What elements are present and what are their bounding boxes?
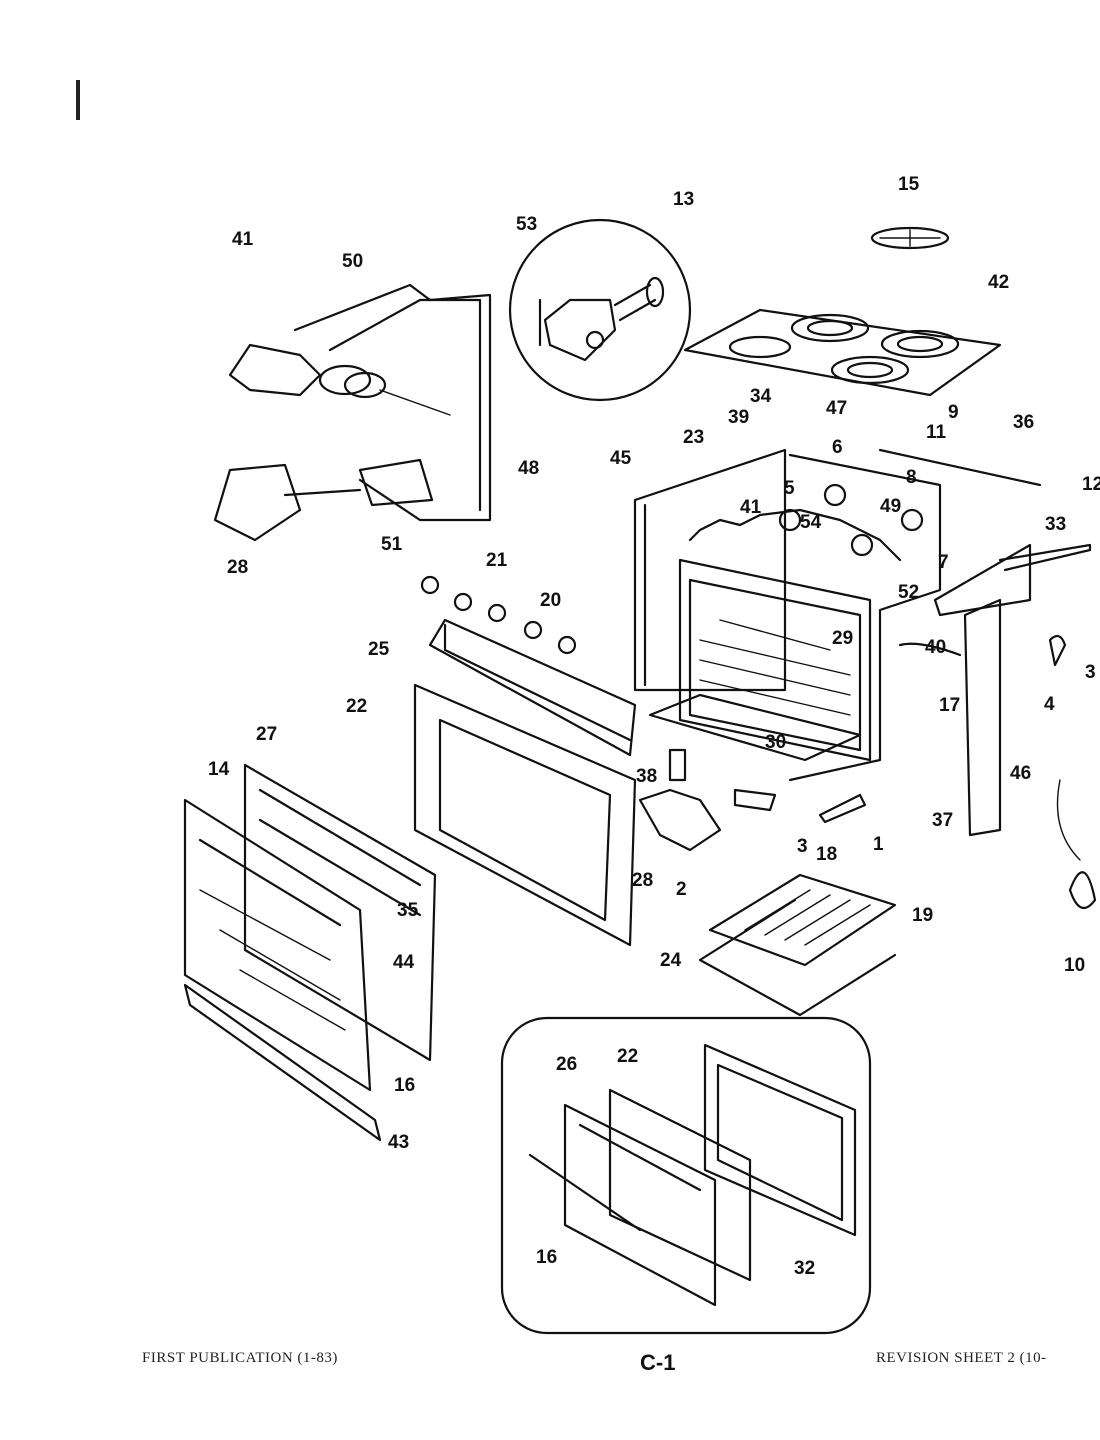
callout-label: 33 (1045, 514, 1066, 535)
callout-label: 51 (381, 534, 403, 555)
callout-label: 44 (393, 952, 415, 973)
broiler-pan (698, 873, 897, 1017)
callout-label: 48 (518, 458, 539, 479)
callout-label: 50 (342, 251, 363, 272)
callout-label: 7 (938, 552, 949, 573)
door-detail-inset (500, 1016, 872, 1335)
footer-page-code: C-1 (640, 1350, 676, 1375)
oven-door-outer (183, 763, 437, 1142)
cooktop-panel (683, 308, 1002, 397)
callout-label: 9 (948, 402, 959, 423)
callout-labels: 41 50 53 13 15 42 48 28 51 34 47 9 39 23… (208, 174, 1100, 1279)
callout-label: 38 (636, 766, 657, 787)
small-parts (638, 634, 1097, 910)
callout-label: 29 (832, 628, 853, 649)
callout-label: 16 (536, 1247, 557, 1268)
callout-label: 14 (208, 759, 230, 780)
callout-label: 3 (797, 836, 808, 857)
callout-label: 45 (610, 448, 632, 469)
callout-label: 4 (1044, 694, 1055, 715)
callout-label: 22 (346, 696, 367, 717)
callout-label: 23 (683, 427, 704, 448)
callout-label: 35 (397, 900, 419, 921)
scan-edge-mark (76, 80, 80, 120)
footer-revision-label: REVISION SHEET 2 (10- (876, 1350, 1047, 1366)
callout-label: 11 (926, 422, 947, 443)
range-body (633, 448, 1092, 837)
callout-label: 47 (826, 398, 847, 419)
valve-detail-inset (508, 218, 692, 402)
burner-tube-assembly (213, 283, 492, 542)
callout-label: 3 (1085, 662, 1096, 683)
callout-label: 5 (784, 478, 795, 499)
callout-label: 30 (765, 732, 786, 753)
callout-label: 1 (873, 834, 884, 855)
callout-label: 43 (388, 1132, 409, 1153)
callout-label: 28 (632, 870, 653, 891)
callout-label: 52 (898, 582, 919, 603)
callout-label: 10 (1064, 955, 1085, 976)
burner-grate (870, 226, 950, 250)
callout-label: 17 (939, 695, 960, 716)
callout-label: 19 (912, 905, 933, 926)
callout-label: 22 (617, 1046, 638, 1067)
callout-label: 8 (906, 467, 917, 488)
callout-label: 34 (750, 386, 772, 407)
control-panel (420, 575, 637, 757)
callout-label: 18 (816, 844, 837, 865)
callout-label: 41 (232, 229, 254, 250)
callout-label: 12 (1082, 474, 1100, 495)
callout-label: 21 (486, 550, 508, 571)
callout-label: 36 (1013, 412, 1034, 433)
callout-label: 37 (932, 810, 953, 831)
callout-label: 28 (227, 557, 248, 578)
callout-label: 40 (925, 637, 946, 658)
callout-label: 20 (540, 590, 561, 611)
footer-publication-label: FIRST PUBLICATION (1-83) (142, 1350, 338, 1366)
callout-label: 42 (988, 272, 1009, 293)
callout-label: 13 (673, 189, 694, 210)
callout-label: 2 (676, 879, 687, 900)
callout-label: 26 (556, 1054, 577, 1075)
callout-label: 41 (740, 497, 762, 518)
callout-label: 24 (660, 950, 682, 971)
callout-label: 46 (1010, 763, 1031, 784)
callout-label: 54 (800, 512, 822, 533)
callout-label: 49 (880, 496, 901, 517)
callout-label: 25 (368, 639, 390, 660)
callout-label: 27 (256, 724, 277, 745)
callout-label: 16 (394, 1075, 415, 1096)
callout-label: 15 (898, 174, 920, 195)
oven-door-frame (413, 683, 637, 947)
callout-label: 6 (832, 437, 843, 458)
callout-label: 39 (728, 407, 749, 428)
callout-label: 53 (516, 214, 537, 235)
callout-label: 32 (794, 1258, 815, 1279)
